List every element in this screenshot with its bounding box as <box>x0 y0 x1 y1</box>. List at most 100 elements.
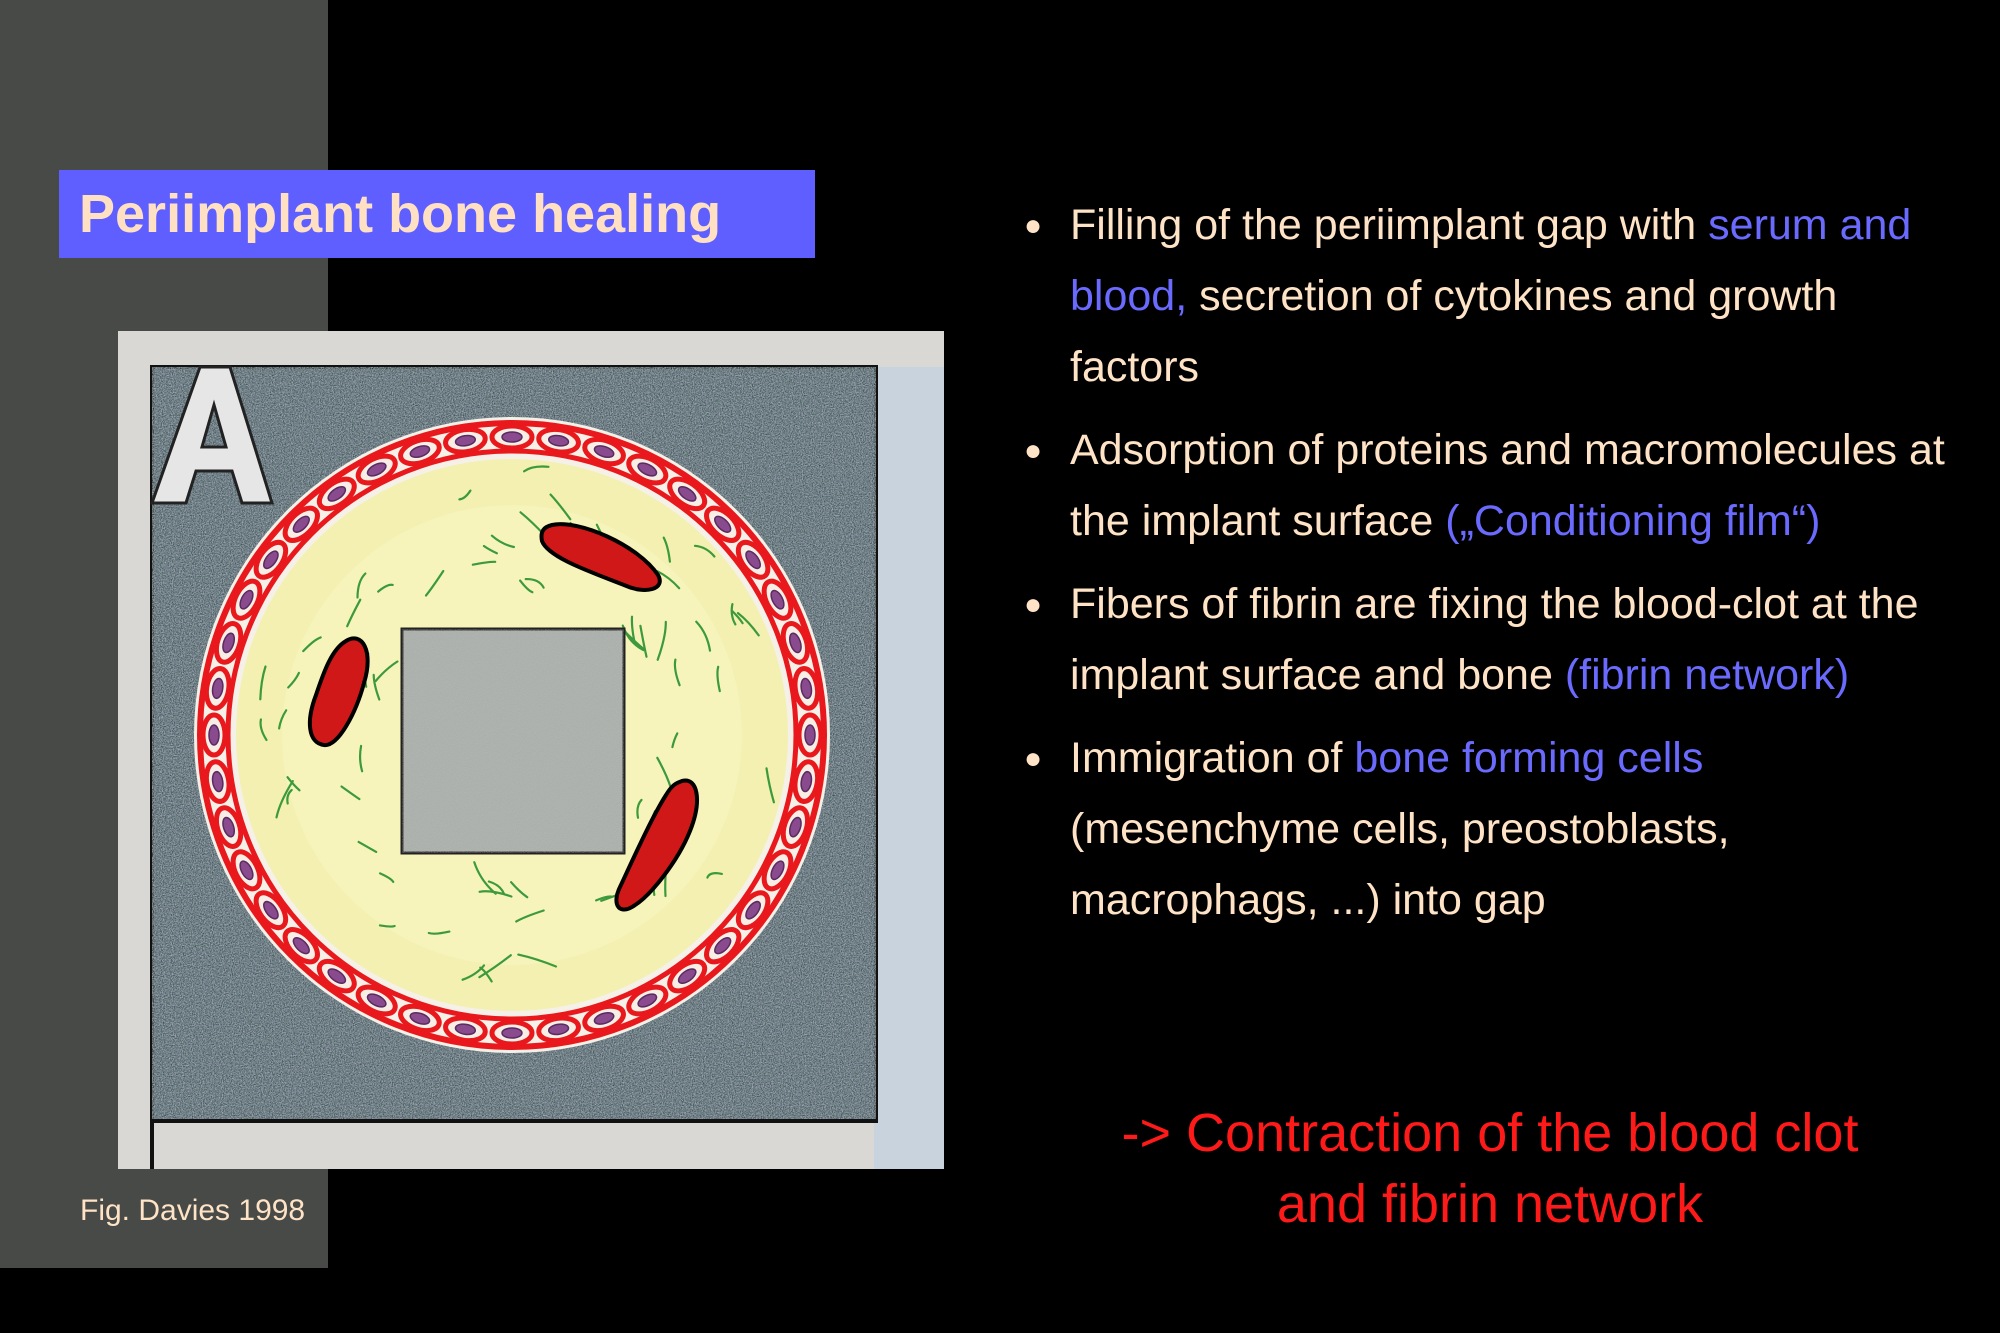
fibrin-fiber <box>478 890 513 898</box>
bullet-text: (mesenchyme cells, preostoblasts, macrop… <box>1070 805 1730 924</box>
figure-caption: Fig. Davies 1998 <box>80 1194 306 1227</box>
fibrin-fiber <box>471 560 497 566</box>
fibrin-fiber <box>372 673 381 701</box>
lining-cell <box>735 539 771 580</box>
fibrin-fiber <box>730 603 737 626</box>
bullet-text: Adsorption of proteins and macromolecule… <box>1070 426 1945 545</box>
fibrin-fiber <box>357 840 378 853</box>
bullet-item: ● Adsorption of proteins and macromolecul… <box>1018 415 1968 557</box>
fibrin-fiber <box>656 620 667 661</box>
lining-cell <box>704 505 742 543</box>
fibrin-fiber <box>340 785 361 801</box>
lining-cell <box>667 476 708 512</box>
fibrin-fiber <box>478 954 512 979</box>
lining-cell <box>316 476 357 512</box>
fibrin-fiber <box>374 660 399 683</box>
lining-cell <box>282 927 320 965</box>
figure-illustration <box>118 331 944 1169</box>
fibrin-fiber <box>278 709 288 730</box>
fibrin-fiber <box>286 776 301 792</box>
lining-cell <box>761 849 794 892</box>
fibrin-fiber <box>730 609 744 625</box>
fibrin-fiber <box>458 489 472 501</box>
fibrin-fiber <box>378 924 396 928</box>
implant <box>400 627 626 855</box>
fibrin-fiber <box>259 718 268 742</box>
fibrin-fiber <box>346 598 362 628</box>
fibrin-fiber <box>639 624 648 658</box>
fibrin-fiber <box>736 612 760 637</box>
fibrin-fiber <box>671 732 679 749</box>
slide-title: Periimplant bone healing <box>79 184 722 244</box>
fibrin-fiber <box>487 880 505 895</box>
bullet-item: ● Fibers of fibrin are fixing the blood-c… <box>1018 569 1968 711</box>
bullet-dot-icon: ● <box>1023 434 1043 467</box>
bullet-dot-icon: ● <box>1023 742 1043 775</box>
lining-cell <box>253 890 289 931</box>
lining-cell <box>780 621 811 665</box>
fibrin-fiber <box>716 665 721 693</box>
lining-cell <box>203 666 232 711</box>
fibrin-fiber <box>461 964 486 981</box>
lining-cell <box>582 1003 626 1034</box>
fibrin-fiber <box>693 544 716 558</box>
outer-lining-ring <box>197 420 827 1050</box>
conclusion: -> Contraction of the blood clot and fib… <box>1040 1098 1940 1240</box>
fibrin-fiber <box>482 544 498 555</box>
fibrin-fiber <box>302 636 322 653</box>
lining-cell <box>582 436 626 467</box>
fibrin-fiber <box>695 620 712 652</box>
bullet-text: Fibers of fibrin are fixing the blood-cl… <box>1070 580 1919 699</box>
lining-cell <box>355 984 398 1017</box>
fibrin-fiber <box>765 767 775 804</box>
lining-cell <box>253 539 289 580</box>
fibrin-fiber <box>286 788 293 805</box>
lining-cell <box>667 958 708 994</box>
fibrin-fiber <box>424 569 445 597</box>
fibrin-fiber <box>673 658 681 687</box>
bullet-highlight-text: (fibrin network) <box>1564 651 1850 699</box>
fibrin-fiber <box>524 577 545 589</box>
lining-cell <box>780 805 811 849</box>
fibrin-fiber <box>517 953 558 968</box>
conclusion-line-1: -> Contraction of the blood clot <box>1121 1103 1859 1163</box>
lining-cell <box>792 666 821 711</box>
bullet-text: secretion of cytokines and growth factor… <box>1070 272 1838 391</box>
fibrin-fiber <box>662 536 671 563</box>
fibrin-fiber <box>515 909 545 923</box>
cell-lining <box>197 420 827 1050</box>
bullet-item: ●Immigration of bone forming cells (mese… <box>1018 723 1968 936</box>
fibrin-fiber <box>636 798 643 819</box>
lining-cell <box>200 712 228 758</box>
fibrin-fiber <box>490 534 515 549</box>
fibrin-fiber <box>427 930 451 935</box>
conclusion-line-2: and fibrin network <box>1276 1174 1704 1234</box>
lining-cell <box>489 1019 535 1047</box>
fibrin-fiber <box>358 744 364 773</box>
paper-edge <box>874 367 944 1169</box>
fibrin-fiber <box>549 493 572 521</box>
fibrin-fiber <box>519 579 534 594</box>
lining-cell <box>796 712 824 758</box>
lining-cell <box>761 578 794 621</box>
bullet-dot-icon: ● <box>1023 588 1043 621</box>
lining-cell <box>203 759 232 804</box>
lining-cell <box>230 578 263 621</box>
lining-cell <box>626 453 669 486</box>
fibrin-fiber <box>287 671 300 689</box>
lining-cell <box>536 426 581 455</box>
fibrin-network <box>259 465 775 983</box>
bullet-highlight-text: („Conditioning film“) <box>1445 497 1821 545</box>
fibrin-fiber <box>275 780 294 819</box>
red-blood-cells <box>307 522 699 912</box>
fibrin-fiber <box>630 615 636 644</box>
lining-cell <box>704 927 742 965</box>
lining-cell <box>489 423 535 451</box>
title-box: Periimplant bone healing <box>59 170 815 258</box>
bullet-list: ●Filling of the periimplant gap with ser… <box>1018 190 1968 948</box>
fibrin-fiber <box>379 872 395 883</box>
lining-cell <box>735 890 771 931</box>
periimplant-figure <box>118 331 944 1169</box>
bullet-dot-icon: ● <box>1023 209 1043 242</box>
lining-cell <box>230 849 263 892</box>
